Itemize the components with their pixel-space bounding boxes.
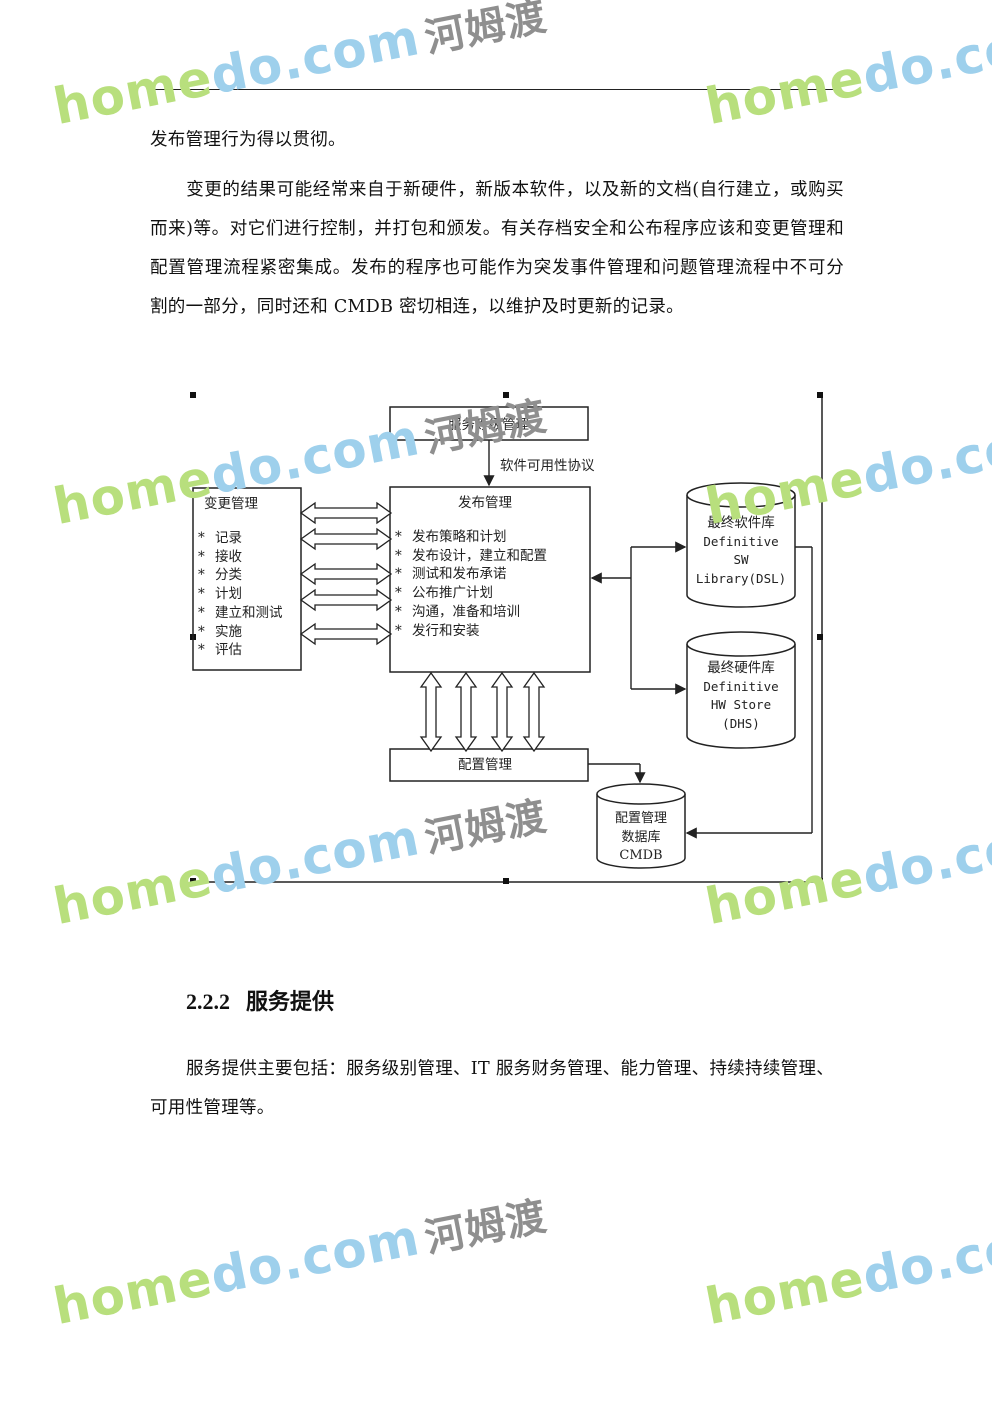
watermark: homedo.com河姆渡	[48, 1193, 551, 1336]
dhs-line-2: Definitive	[703, 678, 779, 694]
bullet: *	[198, 642, 205, 659]
cmdb-cylinder-label: 配置管理 数据库 CMDB	[597, 810, 685, 866]
list-item: * 实施	[198, 623, 283, 642]
paragraph-2-text: 变更的结果可能经常来自于新硬件，新版本软件，以及新的文档(自行建立，或购买而来)…	[150, 180, 844, 317]
dhs-cylinder-label: 最终硬件库 Definitive HW Store (DHS)	[687, 659, 795, 733]
dhs-line-1: 最终硬件库	[707, 660, 775, 676]
bullet: *	[198, 530, 205, 546]
list-item-text: 实施	[215, 623, 242, 640]
section-heading: 2.2.2 服务提供	[186, 984, 334, 1016]
release-management-diagram: 服务等级管理 软件可用性协议 变更管理 * 记录 * 接收 * 分类 * 计划 * 建立和…	[190, 392, 826, 884]
bullet: *	[395, 566, 402, 583]
bullet: *	[395, 622, 402, 639]
list-item: * 发布设计，建立和配置	[395, 547, 547, 566]
list-item: * 测试和发布承诺	[395, 565, 547, 584]
dsl-line-1: 最终软件库	[707, 515, 775, 531]
list-item: * 发布策略和计划	[395, 528, 547, 547]
bullet: *	[395, 547, 402, 564]
release-box-list: * 发布策略和计划 * 发布设计，建立和配置 * 测试和发布承诺 * 公布推广计划 * 沟…	[395, 528, 547, 640]
sla-box-label: 服务等级管理	[448, 417, 529, 433]
change-box-list: * 记录 * 接收 * 分类 * 计划 * 建立和测试 * 实施 * 评估	[198, 529, 283, 660]
list-item: * 公布推广计划	[395, 584, 547, 603]
list-item-text: 分类	[215, 567, 242, 584]
bullet: *	[395, 603, 402, 620]
dsl-line-3: SW	[733, 552, 749, 567]
list-item-text: 公布推广计划	[412, 585, 493, 602]
list-item: * 接收	[198, 548, 283, 567]
list-item: * 沟通，准备和培训	[395, 603, 547, 622]
release-box-frame	[389, 486, 591, 673]
sla-arrow-label: 软件可用性协议	[500, 458, 595, 474]
dhs-line-4: (DHS)	[722, 715, 760, 731]
watermark: homedo.com河姆渡	[48, 0, 551, 137]
list-item-text: 发布设计，建立和配置	[412, 547, 547, 564]
list-item-text: 接收	[215, 548, 242, 565]
bullet: *	[198, 548, 205, 565]
paragraph-3: 服务提供主要包括：服务级别管理、IT 服务财务管理、能力管理、持续持续管理、可用…	[150, 1050, 844, 1128]
config-box-frame	[389, 748, 589, 782]
release-box-title: 发布管理	[458, 495, 512, 511]
list-item-text: 测试和发布承诺	[412, 566, 507, 583]
paragraph-1: 发布管理行为得以贯彻。	[150, 130, 346, 150]
watermark: homedo.com	[700, 8, 992, 137]
bullet: *	[198, 623, 205, 640]
list-item-text: 评估	[215, 642, 242, 659]
cmdb-line-3: CMDB	[619, 848, 663, 863]
change-box-title: 变更管理	[204, 496, 258, 512]
bullet: *	[198, 567, 205, 584]
list-item-text: 沟通，准备和培训	[412, 603, 520, 620]
dhs-line-3: HW Store	[710, 697, 772, 712]
list-item: * 建立和测试	[198, 604, 283, 623]
list-item: * 记录	[198, 529, 283, 548]
list-item-text: 记录	[215, 530, 242, 546]
list-item-text: 建立和测试	[215, 604, 283, 621]
dsl-cylinder-label: 最终软件库 Definitive SW Library(DSL)	[687, 514, 795, 588]
list-item-text: 计划	[215, 586, 242, 603]
dsl-line-2: Definitive	[703, 533, 779, 549]
config-box-label: 配置管理	[458, 757, 512, 773]
bullet: *	[395, 529, 402, 545]
list-item-text: 发布策略和计划	[412, 529, 507, 545]
bullet: *	[198, 604, 205, 621]
bullet: *	[198, 586, 205, 603]
change-box-frame	[192, 487, 302, 671]
section-number: 2.2.2	[186, 989, 230, 1014]
list-item-text: 发行和安装	[412, 622, 480, 639]
cmdb-line-2: 数据库	[621, 829, 661, 845]
paragraph-3-text: 服务提供主要包括：服务级别管理、IT 服务财务管理、能力管理、持续持续管理、可用…	[150, 1059, 835, 1118]
cmdb-line-1: 配置管理	[614, 811, 667, 826]
list-item: * 发行和安装	[395, 622, 547, 641]
list-item: * 计划	[198, 585, 283, 604]
paragraph-2: 变更的结果可能经常来自于新硬件，新版本软件，以及新的文档(自行建立，或购买而来)…	[150, 171, 844, 327]
section-title: 服务提供	[246, 989, 335, 1015]
header-rule	[148, 89, 842, 90]
dsl-line-4: Library(DSL)	[695, 570, 787, 586]
list-item: * 评估	[198, 641, 283, 660]
bullet: *	[395, 585, 402, 602]
diagram-lines	[190, 392, 823, 884]
list-item: * 分类	[198, 566, 283, 585]
watermark: homedo.com	[700, 1208, 992, 1336]
